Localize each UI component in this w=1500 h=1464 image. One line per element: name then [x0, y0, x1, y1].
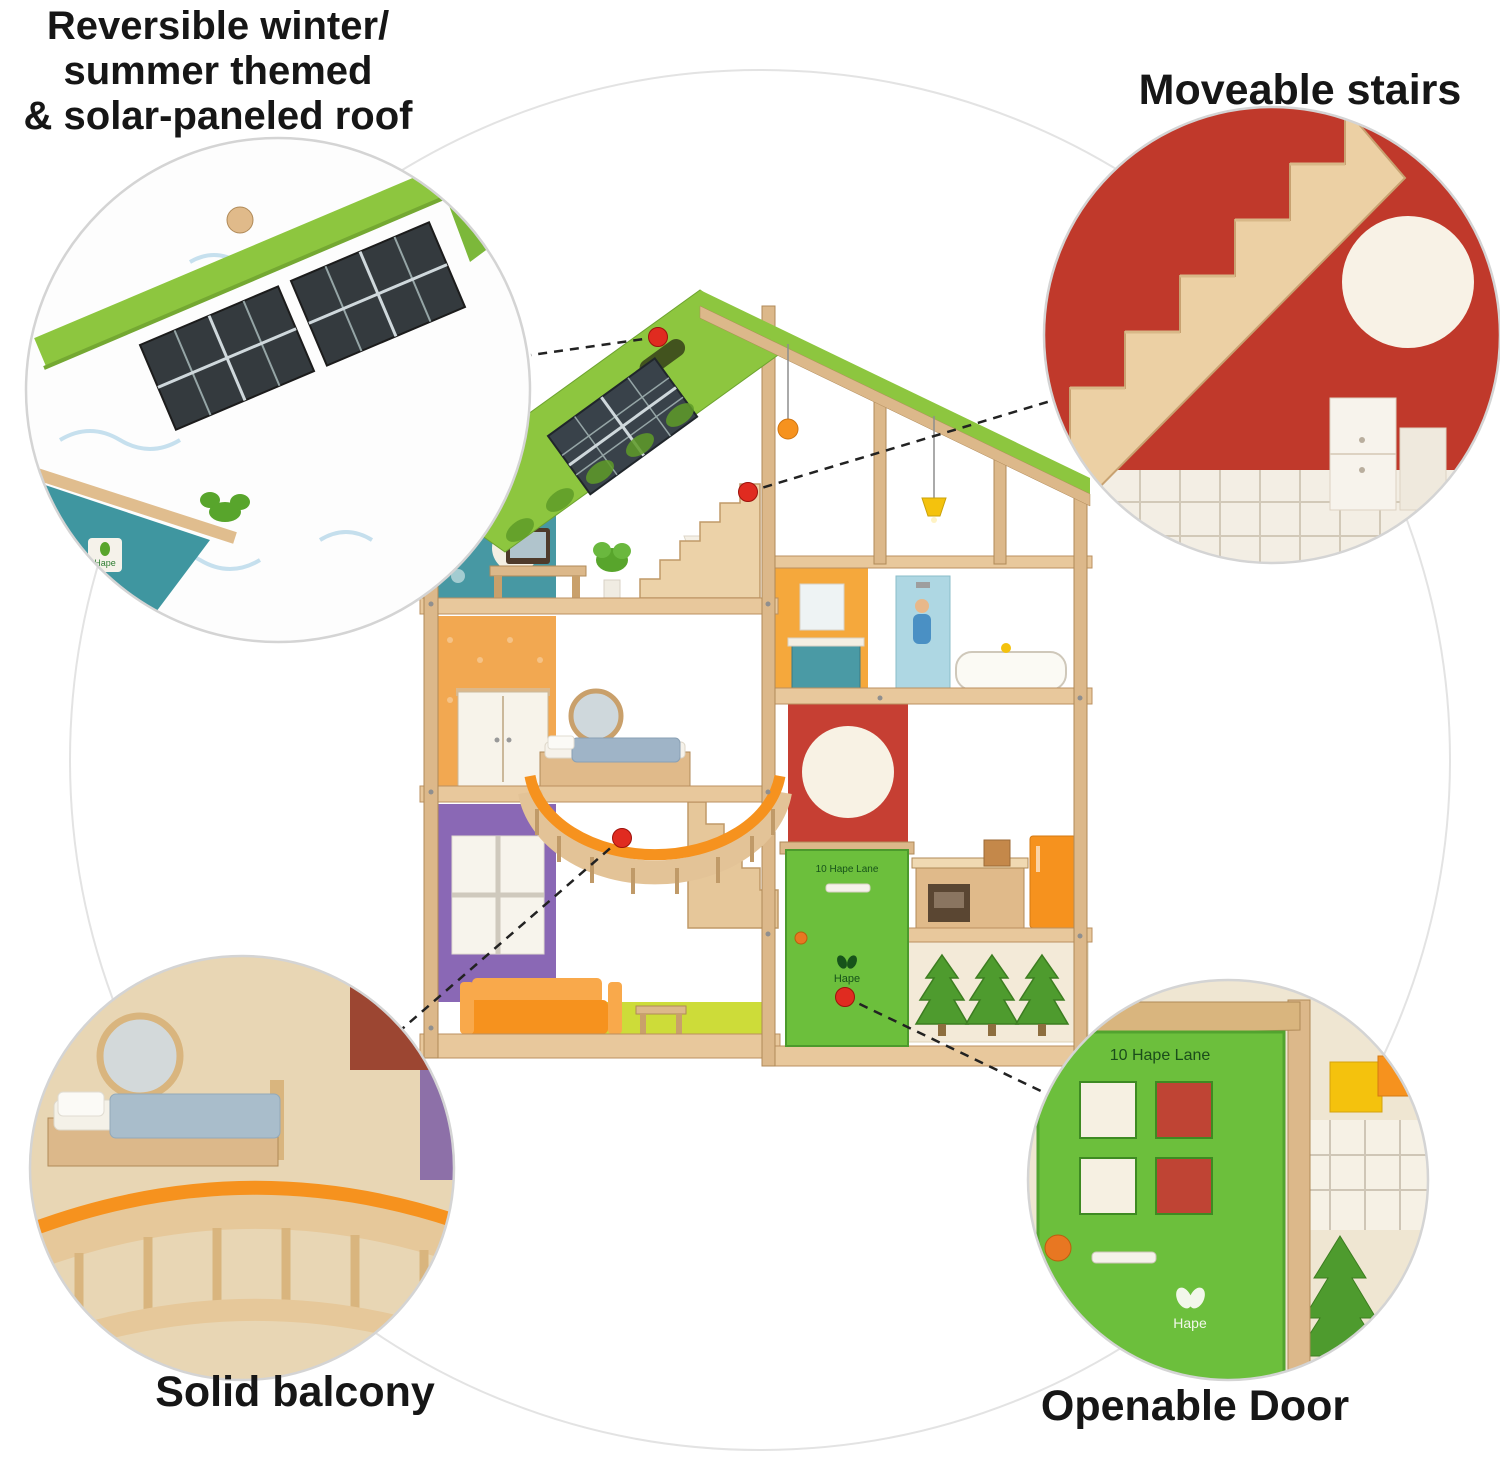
callout-label-roof-line2: summer themed — [63, 48, 373, 93]
roof-knob — [226, 206, 254, 234]
staircase-upper — [639, 483, 761, 599]
hanging-ball — [777, 344, 799, 440]
roof-vegetation — [439, 403, 694, 542]
livingroom-purple-wall — [432, 804, 556, 1002]
inset-balcony-border — [28, 954, 456, 1382]
wardrobe — [456, 688, 550, 787]
sofa — [460, 978, 622, 1034]
inset-stairs-border — [1042, 105, 1500, 565]
yellow-cabinet — [1329, 1061, 1383, 1113]
door-knob — [794, 931, 808, 945]
inset-roof: Hape — [24, 136, 532, 644]
roof-edge-green-strip — [34, 156, 476, 366]
stair-treads — [1070, 162, 1345, 390]
callout-label-stairs-text: Moveable stairs — [1138, 66, 1462, 114]
front-door: 10 Hape Lane Hape — [779, 841, 915, 1047]
svg-text:Hape: Hape — [834, 973, 860, 985]
trees-panel — [905, 941, 1089, 1043]
inset-door-slot — [1091, 1251, 1157, 1264]
red-wall-round-window — [788, 700, 908, 848]
svg-text:Hape: Hape — [1173, 1315, 1207, 1331]
inset-balcony — [28, 954, 456, 1382]
inset-door-address: 10 Hape Lane — [1110, 1047, 1211, 1064]
roof-rafter-beam — [699, 305, 1091, 507]
callout-label-stairs: Moveable stairs — [1130, 66, 1470, 114]
leader-line-balcony — [401, 837, 623, 1030]
callout-label-door-text: Openable Door — [1040, 1382, 1350, 1430]
callout-label-roof-line1: Reversible winter/ — [46, 4, 390, 48]
coffee-table — [635, 1005, 687, 1034]
orange-fridge — [1029, 835, 1077, 929]
bathtub — [955, 643, 1067, 691]
shower — [895, 575, 951, 689]
inset-door-logo: Hape — [1173, 1287, 1207, 1331]
door-hape-logo: Hape — [834, 955, 860, 985]
backdrop-circle — [69, 69, 1451, 1451]
inset-kitchen-floor — [1300, 1120, 1428, 1230]
feature-marker-roof — [648, 327, 668, 347]
inset-orange-rim — [30, 1180, 454, 1245]
balcony — [518, 775, 792, 894]
roof — [419, 289, 1091, 553]
attic-plant — [593, 542, 631, 599]
door-windows — [1079, 1081, 1213, 1215]
frame-posts — [423, 305, 1088, 1067]
callout-label-door: Openable Door — [1015, 1382, 1375, 1430]
leader-line-stairs — [747, 398, 1055, 494]
bed — [539, 735, 691, 787]
callout-label-balcony-text: Solid balcony — [155, 1368, 435, 1416]
inset-door-border — [1026, 978, 1430, 1382]
inset-hape-badge: Hape — [88, 538, 122, 572]
callout-label-balcony: Solid balcony — [120, 1368, 470, 1416]
kitchen-counter — [911, 839, 1029, 929]
pendant-lamp — [921, 416, 947, 523]
inset-green-door: 10 Hape Lane Hape — [1036, 1030, 1286, 1380]
inset-roof-border — [24, 136, 532, 644]
svg-text:Hape: Hape — [94, 558, 116, 568]
balcony-orange-rim — [524, 775, 786, 861]
inset-bed — [47, 1080, 284, 1167]
callout-label-roof-line3: & solar-paneled roof — [23, 93, 413, 138]
floor-slabs — [419, 555, 1093, 1067]
roof-solar-panel — [546, 357, 699, 496]
inset-solar-panels — [138, 220, 467, 431]
feature-marker-balcony — [612, 828, 632, 848]
inset-door-post — [1287, 999, 1311, 1380]
inset-door-knob — [1044, 1234, 1072, 1262]
rubber-duck — [1001, 643, 1011, 653]
frame-screws — [428, 601, 1083, 1031]
door-mail-slot — [825, 883, 871, 893]
leader-line-door — [844, 995, 1048, 1096]
inset-plant — [200, 492, 250, 522]
door-address-text: 10 Hape Lane — [816, 864, 879, 875]
feature-marker-stairs — [738, 482, 758, 502]
leader-line-roof — [530, 335, 659, 357]
bathroom-sink-cabinet — [787, 637, 865, 689]
dollhouse: 10 Hape Lane Hape — [419, 289, 1093, 1067]
round-wall-hole — [1342, 216, 1474, 348]
roof-ridge-strip — [700, 290, 1090, 494]
bathroom-mirror — [799, 583, 845, 631]
callout-label-roof: Reversible winter/ summer themed & solar… — [14, 4, 422, 138]
feature-marker-door — [835, 987, 855, 1007]
